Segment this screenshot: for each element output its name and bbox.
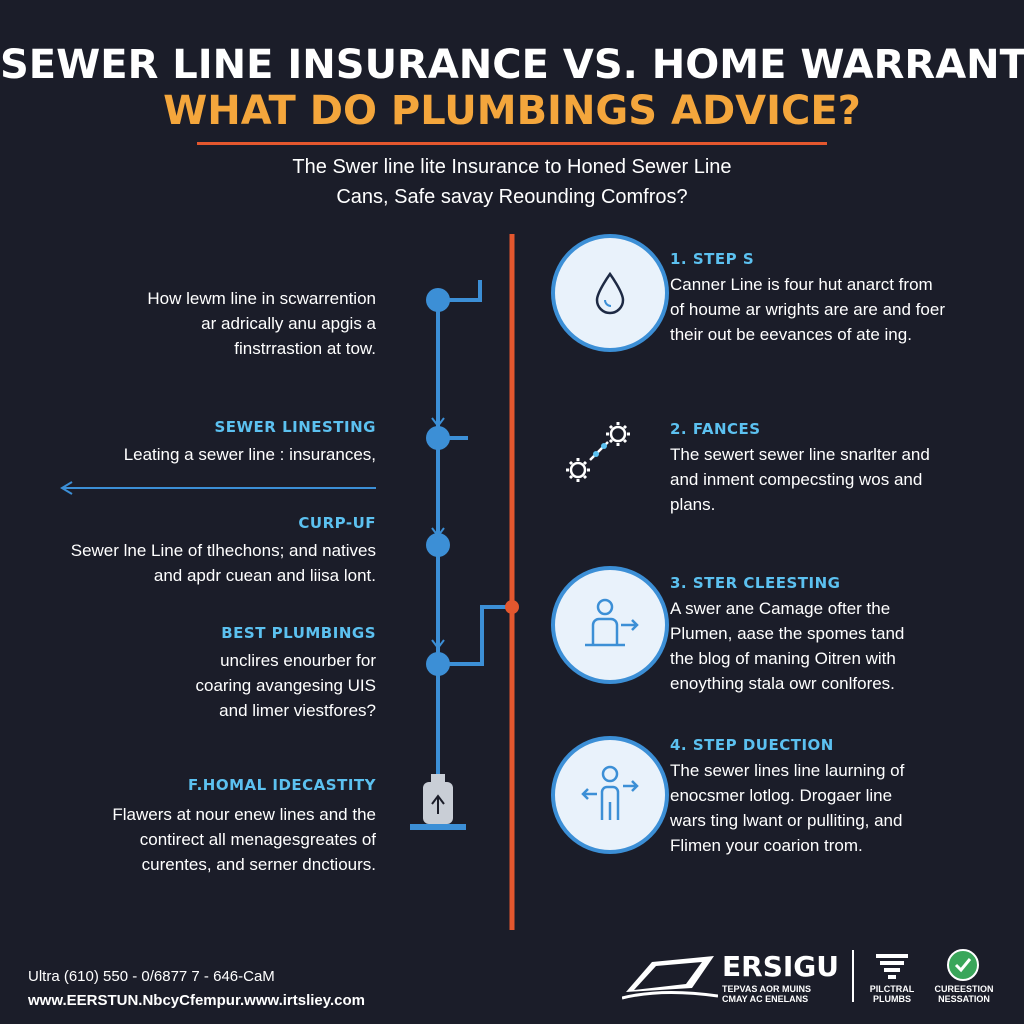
plumbs-badge-label: PILCTRAL PLUMBS (869, 984, 915, 1004)
footer-website: www.EERSTUN.NbcyCfempur.www.irtsliey.com (28, 992, 366, 1009)
brand-logo-icon (622, 956, 718, 1000)
subtitle: The Swer line lite Insurance to Honed Se… (0, 152, 1024, 212)
step-3-heading: 3. STER CLEESTING (670, 574, 841, 592)
pipe-branch-top (438, 280, 482, 302)
subtitle-line-2: Cans, Safe savay Reounding Comfros? (336, 186, 688, 208)
certification-badge-icon (947, 949, 979, 981)
left-heading-4: F.HOMAL IDECASTITY (188, 776, 376, 794)
left-intro: How lewm line in scwarrention ar adrical… (147, 289, 376, 358)
step-4-badge (551, 736, 669, 854)
water-drop-icon (595, 271, 625, 315)
footer-divider (852, 950, 854, 1002)
step-2-heading: 2. FANCES (670, 420, 761, 438)
footer-phone: Ultra (610) 550 - 0/6877 7 - 646-CaM (28, 968, 275, 985)
plumbs-badge-icon (876, 954, 908, 979)
brand-name: ERSIGU (722, 950, 839, 983)
step-1-heading: 1. STEP S (670, 250, 755, 268)
title-line-2: WHAT DO PLUMBINGS ADVICE? (163, 88, 861, 134)
step-4-heading: 4. STEP DUECTION (670, 736, 834, 754)
left-text-3: unclires enourber for coaring avangesing… (195, 651, 376, 720)
title-line-1: SEWER LINE INSURANCE VS. HOME WARRANTY: (0, 42, 1024, 88)
brand-tagline: TEPVAS AOR MUINS CMAY AC ENELANS (722, 984, 812, 1004)
left-heading-1: SEWER LINESTING (214, 418, 376, 436)
step-1-text: Canner Line is four hut anarct from of h… (670, 275, 945, 344)
person-arrows-icon (581, 765, 639, 820)
pipe-node-1 (426, 288, 450, 312)
left-text-4: Flawers at nour enew lines and the conti… (112, 805, 376, 874)
step-3-text: A swer ane Camage ofter the Plumen, aase… (670, 599, 905, 693)
step-2-text: The sewert sewer line snarlter and and i… (670, 445, 930, 514)
person-arrows-icon (585, 598, 639, 647)
step-4-text: The sewer lines line laurning of enocsme… (670, 761, 905, 855)
step-1-badge (551, 234, 669, 352)
left-heading-2: CURP-UF (298, 514, 376, 532)
left-arrow-head (60, 481, 73, 495)
gears-icon (566, 422, 630, 482)
certification-badge-label: CUREESTION NESSATION (934, 984, 994, 1004)
step-3-badge (551, 566, 669, 684)
left-heading-3: BEST PLUMBINGS (221, 624, 376, 642)
pipe-node-4 (426, 652, 450, 676)
pipe-node-2 (426, 426, 450, 450)
subtitle-line-1: The Swer line lite Insurance to Honed Se… (292, 156, 732, 178)
timeline-node (505, 600, 519, 614)
left-text-1: Leating a sewer line : insurances, (123, 445, 376, 464)
pipe-node-3 (426, 533, 450, 557)
title-divider (197, 142, 827, 145)
left-text-2: Sewer lne Line of tlhechons; and natives… (70, 541, 376, 585)
pipe-branch-4 (438, 605, 512, 666)
